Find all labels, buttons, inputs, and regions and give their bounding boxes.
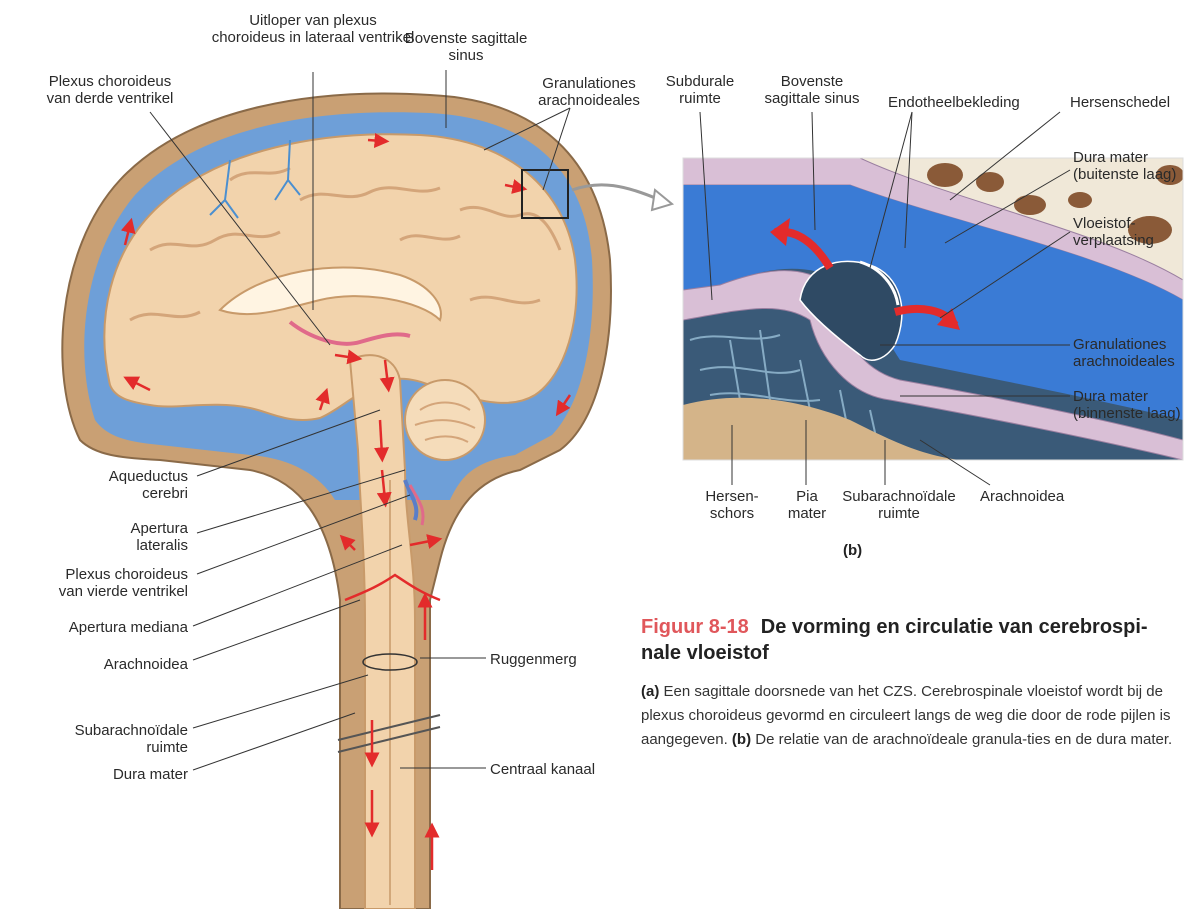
- label-endotheelbekleding: Endotheelbekleding: [888, 94, 1020, 111]
- label-hersenschedel: Hersenschedel: [1070, 94, 1171, 111]
- figure-number: Figuur 8-18: [641, 616, 749, 638]
- sagittal-section-a: [61, 92, 675, 909]
- label-dura-mater-binnenste: Dura mater(binnenste laag): [1073, 388, 1181, 422]
- gyri-lines: [129, 166, 562, 322]
- figure-title-line2: nale vloeistof: [641, 642, 769, 664]
- label-dura-mater-buitenste: Dura mater(buitenste laag): [1073, 149, 1177, 183]
- panel-b-marker: (b): [843, 542, 863, 559]
- label-apertura-mediana: Apertura mediana: [68, 619, 188, 636]
- label-arachnoidea-a: Arachnoidea: [103, 656, 188, 673]
- label-hersenschors: Hersen-schors: [705, 488, 759, 522]
- label-vloeistof-verplaatsing: Vloeistof-verplaatsing: [1073, 215, 1154, 249]
- zoom-arrow: [571, 183, 661, 202]
- label-arachnoidea-b: Arachnoidea: [980, 488, 1065, 505]
- csf-flow-arrows: [120, 132, 572, 870]
- figure-title-line1: De vorming en circulatie van cerebrospi-: [760, 616, 1148, 638]
- figure-caption: (a) Een sagittale doorsnede van het CZS.…: [641, 683, 1173, 748]
- zoom-box: [521, 169, 569, 219]
- corpus-callosum: [218, 266, 442, 322]
- figure-title: Figuur 8-18 De vorming en circulatie van …: [641, 614, 1186, 666]
- label-centraal-kanaal: Centraal kanaal: [490, 761, 596, 778]
- detail-panel-b: [683, 158, 1183, 460]
- leader-lines-b: [699, 111, 1071, 486]
- label-ruggenmerg: Ruggenmerg: [490, 651, 577, 668]
- label-dura-mater-a: Dura mater: [112, 766, 188, 783]
- leader-lines-a: [149, 70, 571, 771]
